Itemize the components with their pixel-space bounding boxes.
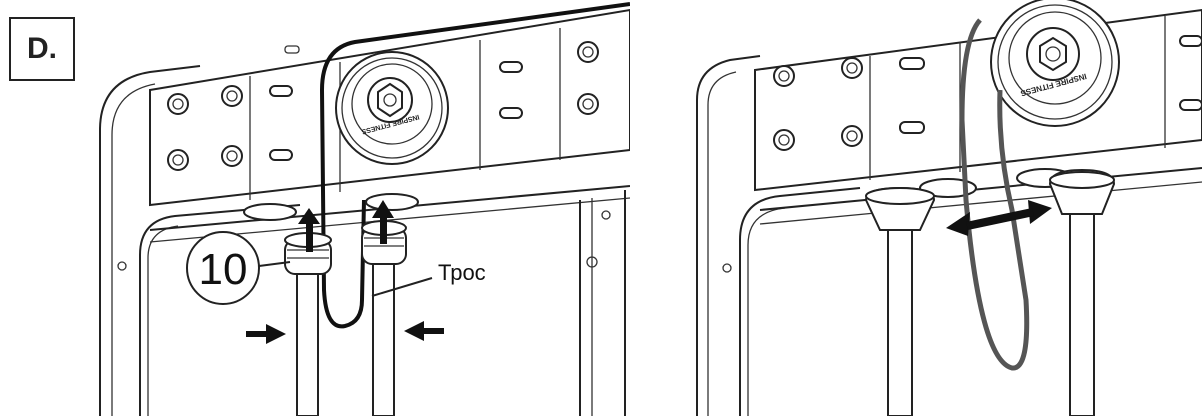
left-pulley: INSPIRE FITNESS bbox=[335, 51, 449, 165]
up-arrow-icon bbox=[298, 208, 320, 252]
right-frame bbox=[696, 55, 1202, 416]
cable-label: Трос bbox=[438, 260, 486, 285]
left-cable bbox=[319, 2, 630, 329]
left-arrow-icon bbox=[404, 321, 444, 341]
left-post-with-spacer bbox=[284, 232, 332, 416]
part-callout: 10 bbox=[186, 231, 291, 305]
part-number-label: 10 bbox=[199, 245, 248, 294]
right-view-post-right bbox=[1048, 168, 1116, 416]
right-cable bbox=[959, 18, 1030, 371]
double-arrow-icon bbox=[946, 200, 1052, 236]
right-pulley: INSPIRE FITNESS bbox=[990, 0, 1120, 127]
step-letter: D. bbox=[27, 32, 57, 65]
up-arrow-icon bbox=[372, 200, 394, 244]
right-bracket-plate bbox=[754, 8, 1202, 192]
right-post-with-spacer bbox=[361, 220, 407, 416]
right-view-post-left bbox=[864, 186, 936, 416]
right-assembly-view: INSPIRE FITNESS bbox=[696, 0, 1202, 416]
right-arrow-icon bbox=[246, 324, 286, 344]
cable-callout-line bbox=[371, 277, 433, 297]
left-assembly-view: INSPIRE FITNESS bbox=[99, 2, 630, 416]
step-label-box: D. bbox=[9, 17, 75, 81]
